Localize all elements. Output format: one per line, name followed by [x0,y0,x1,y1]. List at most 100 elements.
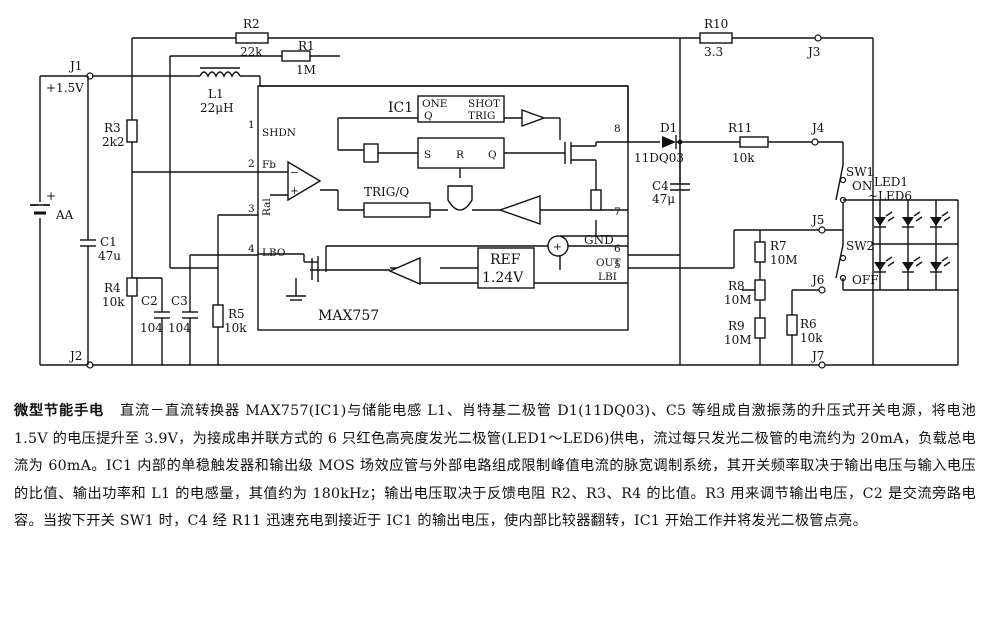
l1-label: L1 [208,87,224,101]
max757-package [257,85,629,331]
r4-resistor [126,277,138,297]
j7-label: J7 [810,349,824,363]
c3-value: 104 [168,321,191,335]
ff-q: Q [488,149,497,161]
led-icon [930,262,942,271]
pin-shdn: SHDN [262,127,296,139]
led-ray [887,216,895,222]
chip-name: MAX757 [318,308,379,324]
r7-value: 10M [770,253,798,267]
circuit-schematic: J1 J2 +1.5V + AA R2 22k R1 1M R10 3.3 J3… [30,17,959,369]
r4-label: R4 [104,281,121,295]
ref-voltage: 1.24V [482,270,524,286]
led-ray [943,216,951,222]
current-source-sign: + [553,241,562,253]
fb-comparator [287,160,322,202]
led-ray [885,211,893,217]
c1-label: C1 [100,235,117,249]
l1-value: 22μH [200,101,234,115]
j6-terminal [818,286,826,294]
battery-plus: + [46,189,56,203]
led-array [843,199,959,366]
led-label-2: ~LED6 [868,189,912,203]
pin7-number: 7 [614,206,621,218]
sw1-label: SW1 [846,165,874,179]
sw1-switch [818,141,847,225]
j1-label: J1 [68,59,82,73]
led-ray [941,256,949,262]
j3-terminal [814,34,822,42]
c2-label: C2 [141,294,158,308]
led-ray [941,211,949,217]
led-ray [943,261,951,267]
r4-value: 10k [102,295,125,309]
led-icon [902,262,914,271]
r9-label: R9 [728,319,745,333]
one-shot-trig: TRIG [468,110,495,122]
one-shot-one: ONE [422,98,447,110]
pin-out: OUT [596,257,620,269]
fb-comparator-plus: + [290,185,299,197]
pin1-number: 1 [248,119,255,131]
c1-value: 47u [98,249,121,263]
r5-resistor [212,304,224,328]
r3-label: R3 [104,121,121,135]
ic1-label: IC1 [388,100,413,116]
r7-label: R7 [770,239,787,253]
sw2-label: SW2 [846,239,874,253]
j7-terminal [818,361,826,369]
r11-value: 10k [732,151,755,165]
r8-label: R8 [728,279,745,293]
led-ray [915,261,923,267]
r5-label: R5 [228,307,245,321]
vin-label: +1.5V [46,81,84,95]
r1-resistor [281,50,311,62]
j6-label: J6 [810,273,824,287]
caption-paragraph: 微型节能手电 直流－直流转换器 MAX757(IC1)与储能电感 L1、肖特基二… [14,398,976,536]
led-icon [874,217,886,226]
c3-label: C3 [171,294,188,308]
c4-label: C4 [652,179,669,193]
c4-capacitor [670,142,690,191]
pin-ral: Ral [261,198,273,216]
one-shot-block [417,95,505,123]
led-icon [902,217,914,226]
internal-wiring [258,109,628,296]
current-comparator [497,195,541,225]
r7-resistor [754,241,766,263]
pin-fb: Fb [262,159,276,171]
pin-lbo: LBO [262,247,286,259]
led-ray [887,261,895,267]
ff-s: S [424,149,431,161]
ff-r: R [456,149,465,161]
r1-value: 1M [296,63,316,77]
j4-terminal [811,138,819,146]
gnd-label: GND [584,233,614,247]
r6-resistor [786,314,798,336]
r10-value: 3.3 [704,45,723,59]
sw2-switch [825,225,847,290]
left-passive-wires [80,56,258,365]
j2-label: J2 [68,349,82,363]
j5-terminal [818,226,826,234]
r9-resistor [754,317,766,339]
led-ray [885,256,893,262]
j3-label: J3 [806,45,820,59]
r1-label: R1 [298,39,315,53]
fb-comparator-minus: − [290,167,299,179]
led-label-1: LED1 [874,175,908,189]
r3-resistor [126,119,138,143]
pin-lbi: LBI [598,271,617,283]
d1-label: D1 [660,121,677,135]
led-ray [913,211,921,217]
led-icon [930,217,942,226]
pin3-number: 3 [248,203,255,215]
input-rail [30,75,88,366]
one-shot-q: Q [424,110,433,122]
mosfet-output [564,141,628,164]
r5-value: 10k [224,321,247,335]
lbo-mosfet [286,254,319,301]
led-ray [913,256,921,262]
pin8-number: 8 [614,123,621,135]
c2-value: 104 [140,321,163,335]
